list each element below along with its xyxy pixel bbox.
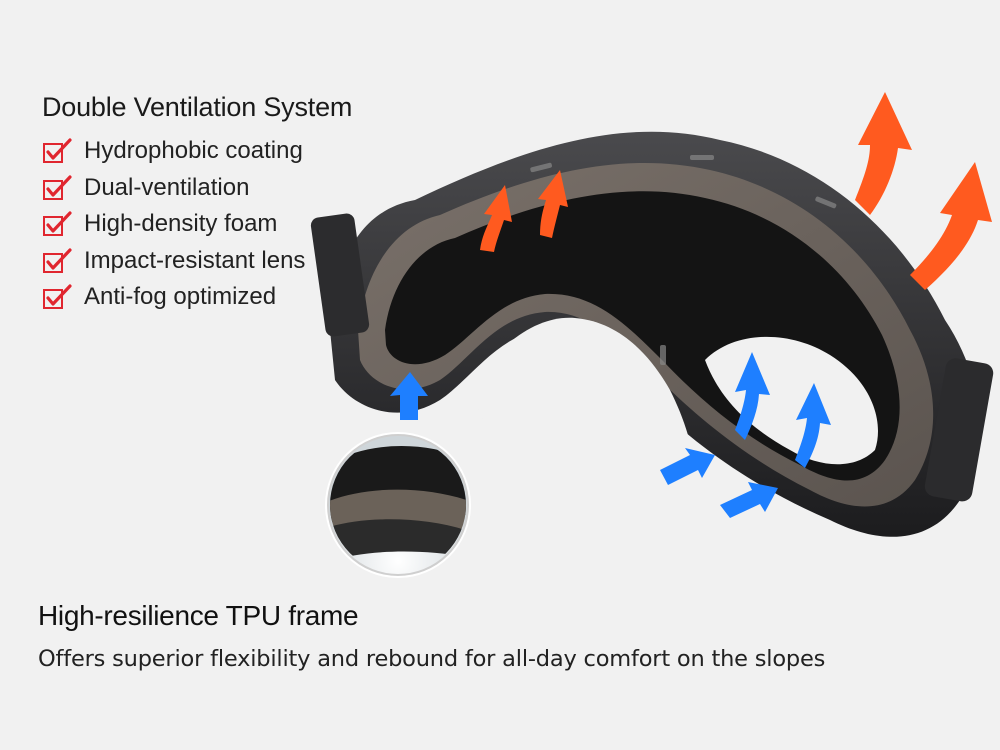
feature-list-panel: Double Ventilation System Hydrophobic co… (42, 92, 422, 316)
checkmark-box-icon (43, 175, 72, 200)
frame-title: High-resilience TPU frame (38, 600, 359, 631)
list-item: Anti-fog optimized (42, 279, 422, 316)
list-item: Hydrophobic coating (42, 133, 422, 170)
checkmark-box-icon (43, 211, 72, 237)
list-item: Impact-resistant lens (42, 243, 422, 280)
frame-description: Offers superior flexibility and rebound … (38, 646, 826, 672)
checkmark-box-icon (43, 138, 72, 164)
foam-detail-magnifier (325, 432, 471, 578)
feature-list: Hydrophobic coating Dual-ventilation Hig… (42, 133, 422, 316)
feature-label: Impact-resistant lens (84, 246, 306, 274)
feature-label: High-density foam (84, 210, 278, 238)
orange-up-arrow-icon (480, 92, 992, 290)
ventilation-title: Double Ventilation System (42, 92, 353, 122)
blue-up-arrow-icon (390, 352, 831, 518)
feature-label: Hydrophobic coating (84, 137, 303, 165)
feature-label: Dual-ventilation (84, 173, 250, 201)
checkmark-box-icon (43, 248, 72, 273)
list-item: Dual-ventilation (42, 170, 422, 207)
frame-info-panel: High-resilience TPU frame Offers superio… (38, 600, 978, 672)
feature-label: Anti-fog optimized (84, 283, 277, 311)
checkmark-box-icon (43, 284, 72, 310)
list-item: High-density foam (42, 206, 422, 243)
